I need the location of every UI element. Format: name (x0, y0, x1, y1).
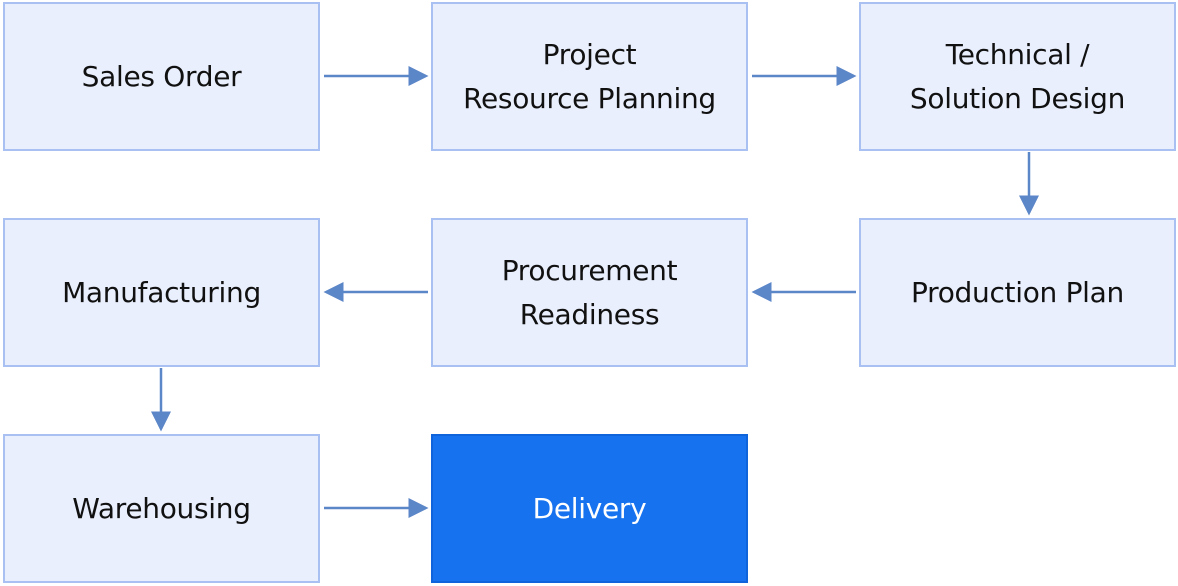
step-production-plan: Production Plan (859, 218, 1176, 367)
step-sales-order: Sales Order (3, 2, 320, 151)
step-warehousing: Warehousing (3, 434, 320, 583)
step-procurement-readiness: Procurement Readiness (431, 218, 748, 367)
step-project-resource-planning-label: Project Resource Planning (463, 37, 716, 115)
step-production-plan-label: Production Plan (911, 275, 1124, 309)
step-delivery-label: Delivery (532, 491, 647, 525)
step-sales-order-label: Sales Order (81, 59, 242, 93)
step-technical-solution-design: Technical / Solution Design (859, 2, 1176, 151)
step-technical-solution-design-label: Technical / Solution Design (909, 37, 1126, 115)
step-warehousing-label: Warehousing (72, 491, 251, 525)
step-procurement-readiness-label: Procurement Readiness (501, 253, 678, 331)
step-manufacturing-label: Manufacturing (62, 275, 261, 309)
step-delivery: Delivery (431, 434, 748, 583)
step-project-resource-planning: Project Resource Planning (431, 2, 748, 151)
step-manufacturing: Manufacturing (3, 218, 320, 367)
